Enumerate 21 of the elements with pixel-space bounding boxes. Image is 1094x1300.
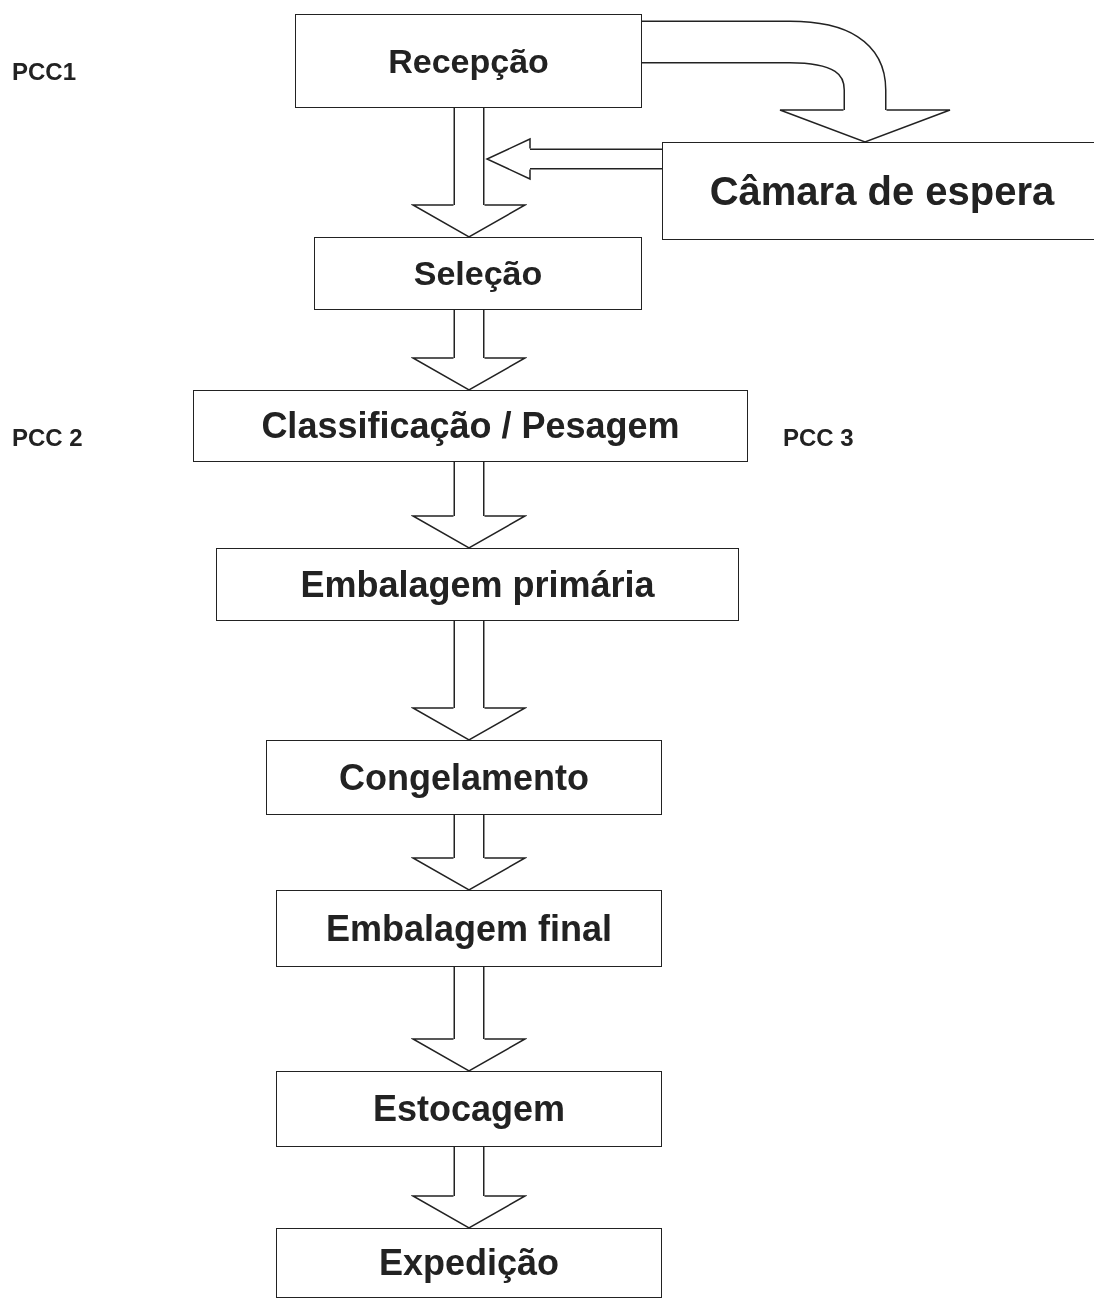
process-box <box>295 14 642 108</box>
step-label: Classificação / Pesagem <box>261 405 680 447</box>
process-box <box>276 1228 662 1298</box>
step-label: Expedição <box>378 1242 560 1284</box>
process-box <box>266 740 662 815</box>
step-label: Estocagem <box>372 1088 566 1130</box>
control-point-label: PCC1 <box>12 58 77 86</box>
control-point-label: PCC 2 <box>12 424 83 452</box>
step-label: Congelamento <box>339 756 589 799</box>
process-box <box>314 237 642 310</box>
process-box <box>662 142 1094 240</box>
process-box <box>193 390 748 462</box>
step-label: Câmara de espera <box>709 168 1055 214</box>
process-box <box>276 890 662 967</box>
step-label: Seleção <box>413 254 543 293</box>
process-box <box>216 548 739 621</box>
step-label: Recepção <box>388 41 549 81</box>
step-label: Embalagem primária <box>300 563 655 606</box>
control-point-label: PCC 3 <box>783 424 854 452</box>
process-box <box>276 1071 662 1147</box>
step-label: Embalagem final <box>325 907 613 950</box>
